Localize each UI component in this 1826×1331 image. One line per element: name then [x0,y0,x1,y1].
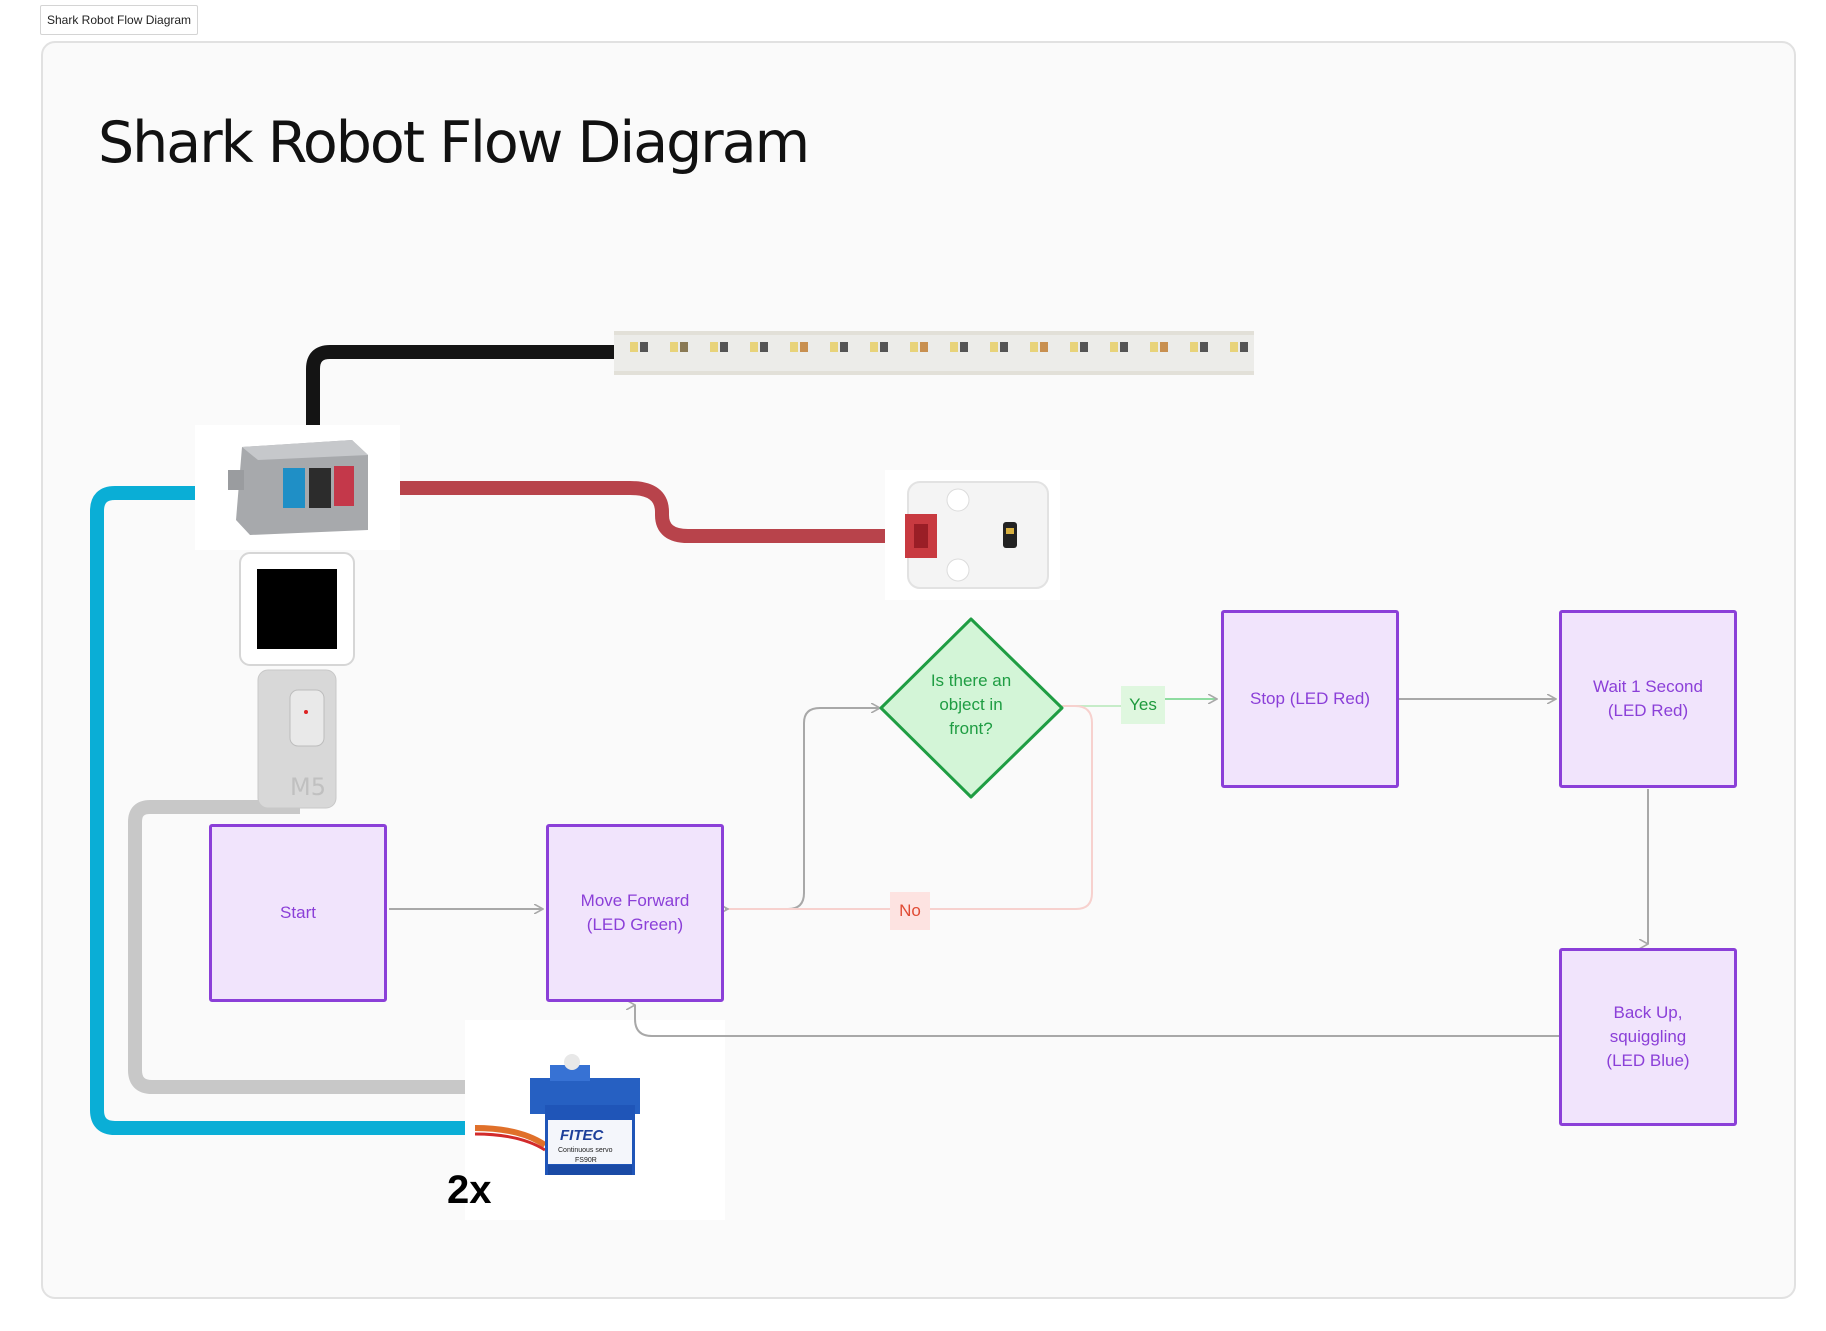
sensor-unit-icon [885,470,1060,600]
node-back-up[interactable]: Back Up, squiggling (LED Blue) [1559,948,1737,1126]
edge-decision-to-no [930,705,1093,910]
edge-back-to-move [635,1005,1559,1037]
wire-red [340,481,912,543]
page-title: Shark Robot Flow Diagram [98,110,810,176]
wire-blue [90,486,475,1135]
node-decision-label: Is there an object in front? [930,671,1012,738]
edge-move-to-decision [725,708,880,910]
svg-text:M5: M5 [290,773,326,801]
svg-text:FS90R: FS90R [575,1157,597,1164]
diagram-tab[interactable]: Shark Robot Flow Diagram [40,5,199,35]
m5-controller-icon: M5 [239,552,355,809]
node-stop[interactable]: Stop (LED Red) [1221,610,1399,788]
servo-count-label: 2x [447,1168,492,1212]
hub-unit-icon [195,425,400,550]
wire-black [306,345,615,505]
led-strip-icon [614,331,1254,375]
edge-label-yes: Yes [1121,686,1165,724]
servo-motor-icon: FITEC Continuous servo FS90R [465,1020,725,1220]
node-start[interactable]: Start [209,824,387,1002]
node-move-forward[interactable]: Move Forward (LED Green) [546,824,724,1002]
svg-text:Continuous servo: Continuous servo [558,1147,613,1154]
svg-text:FITEC: FITEC [560,1127,604,1144]
node-wait[interactable]: Wait 1 Second (LED Red) [1559,610,1737,788]
decision-diamond[interactable] [879,617,1064,799]
edge-label-no: No [890,892,930,930]
